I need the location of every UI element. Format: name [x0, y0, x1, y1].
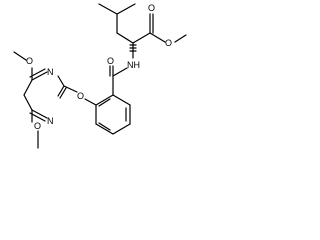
bond — [98, 98, 111, 107]
atom-o-ester: O — [165, 38, 172, 48]
atom-o-ether-bridge: O — [77, 91, 84, 101]
atom-o-methoxy-top: O — [26, 56, 33, 66]
bond — [116, 3, 136, 15]
atom-n-pyrimidine-top: N — [47, 67, 54, 77]
bond — [63, 85, 78, 93]
bond — [98, 122, 111, 131]
bond — [95, 123, 114, 135]
atom-labels: O O O NH N N O O O — [26, 3, 172, 131]
bond — [174, 34, 187, 43]
bond — [132, 32, 151, 44]
bond — [23, 79, 33, 96]
atom-nh: NH — [127, 60, 140, 70]
bond — [31, 71, 48, 81]
bond — [112, 123, 131, 135]
molecule-canvas: O O O NH N N O O O — [0, 0, 189, 159]
bond — [13, 51, 27, 61]
bond — [98, 3, 118, 15]
atom-o-carbonyl-ester: O — [148, 3, 155, 13]
bond — [31, 109, 48, 119]
bond — [57, 85, 65, 97]
chemical-structure: O O O NH N N O O O — [13, 3, 187, 149]
atom-o-amide: O — [107, 56, 114, 66]
bond — [149, 32, 166, 43]
bond — [59, 87, 67, 99]
atom-o-methoxy-bottom: O — [34, 121, 41, 131]
bond — [84, 98, 97, 106]
bond — [112, 94, 131, 106]
bond — [57, 75, 65, 87]
bond — [23, 94, 33, 111]
bond — [112, 67, 128, 77]
bond — [95, 94, 114, 106]
bond — [116, 32, 134, 44]
bonds — [13, 3, 187, 149]
atom-n-pyrimidine-bottom: N — [47, 116, 54, 126]
